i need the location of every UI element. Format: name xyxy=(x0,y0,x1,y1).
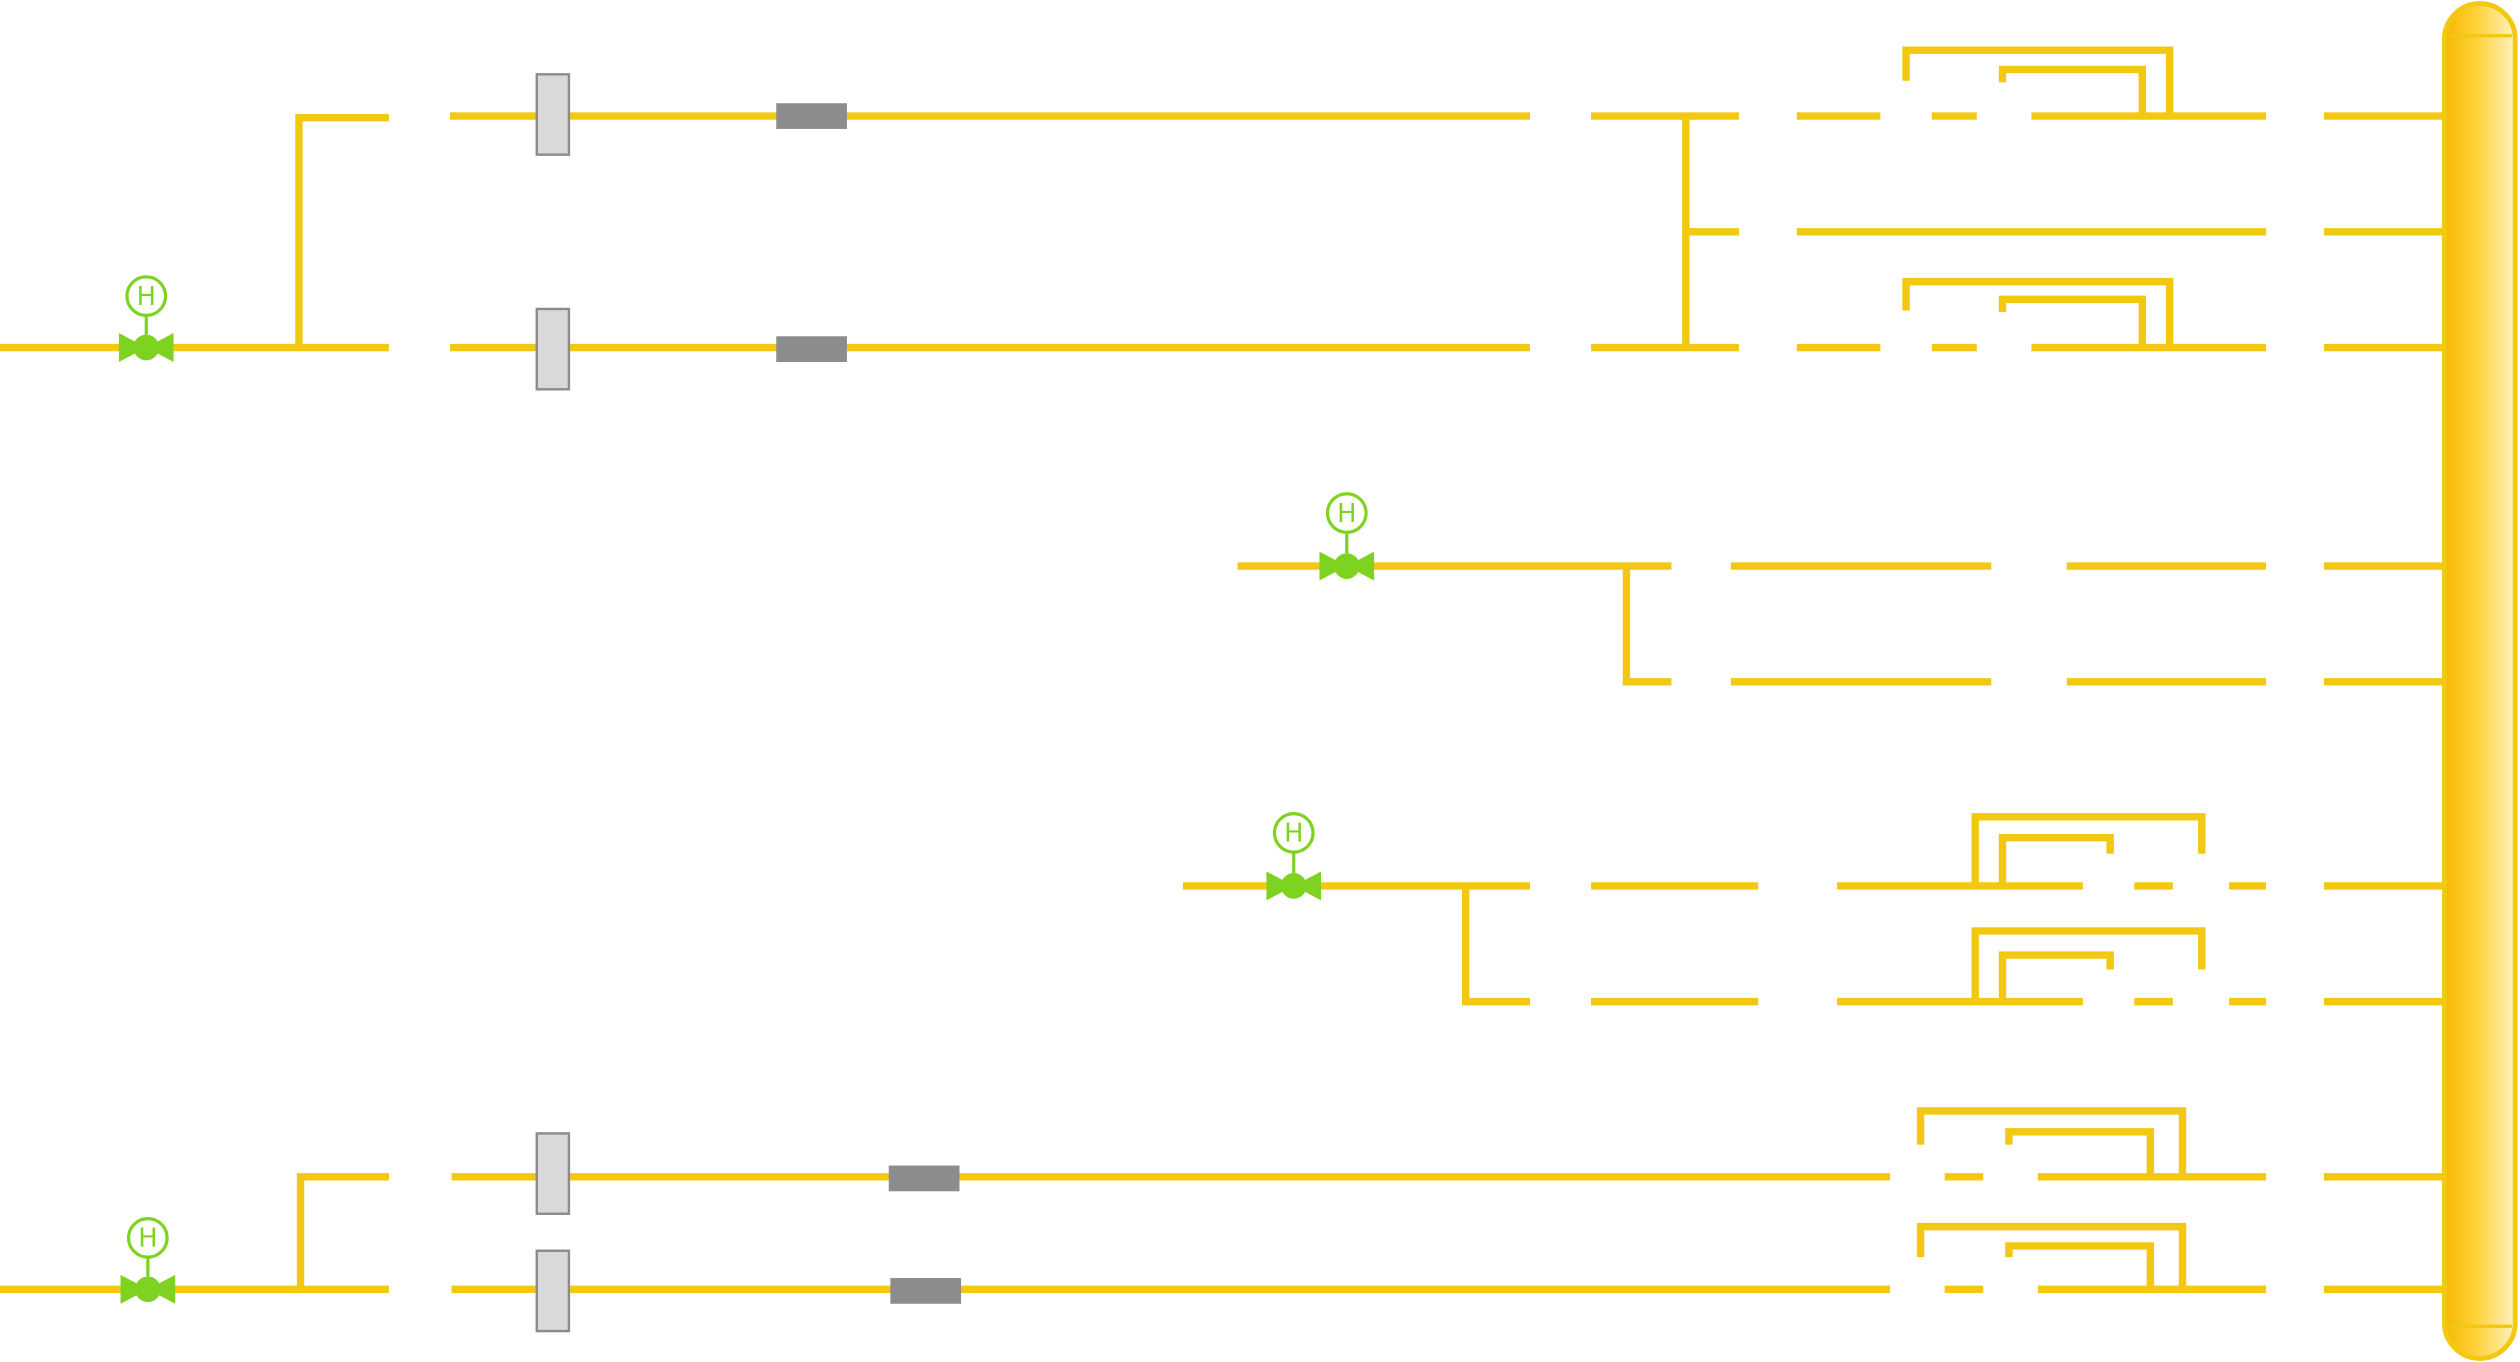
bypass-loop-outer xyxy=(1916,1222,2187,1290)
bypass-loop-outer xyxy=(1902,46,2174,117)
inline-filter-icon[interactable] xyxy=(776,336,847,362)
bypass-loop-inner xyxy=(2005,1242,2155,1290)
pipe-segment xyxy=(1462,885,1530,1006)
gate-valve-icon[interactable]: H xyxy=(1266,811,1322,901)
bypass-loop-outer xyxy=(1902,277,2174,348)
valve-tag-label: H xyxy=(138,1224,157,1254)
valve-tag-label: H xyxy=(1337,499,1356,529)
flow-meter-icon[interactable] xyxy=(535,307,571,391)
gate-valve-icon[interactable]: H xyxy=(120,1216,176,1304)
bypass-loop-outer xyxy=(1916,1107,2187,1177)
pipe-group-4: H xyxy=(0,1107,2447,1333)
bypass-loop-outer xyxy=(1971,927,2206,1002)
inline-filter-icon[interactable] xyxy=(776,103,847,129)
distribution-header-icon[interactable] xyxy=(2442,1,2518,1361)
pipe-segment xyxy=(1622,566,1672,686)
pipe-group-2: H xyxy=(1237,492,2447,686)
inline-filter-icon[interactable] xyxy=(888,1165,960,1192)
pipe-group-1: H xyxy=(0,46,2447,391)
gate-valve-icon[interactable]: H xyxy=(118,275,174,362)
pipe-segment xyxy=(295,114,389,348)
valve-tag-label: H xyxy=(137,282,156,312)
inline-filter-icon[interactable] xyxy=(890,1278,962,1304)
flow-meter-icon[interactable] xyxy=(535,1132,571,1215)
pipe-segment xyxy=(296,1173,389,1290)
bypass-loop-outer xyxy=(1971,813,2206,886)
bypass-loop-inner xyxy=(1998,65,2147,117)
flow-meter-icon[interactable] xyxy=(535,1249,571,1333)
gate-valve-icon[interactable]: H xyxy=(1319,492,1375,581)
bypass-loop-inner xyxy=(1998,295,2147,348)
bypass-loop-inner xyxy=(1998,951,2114,1002)
bypass-loop-inner xyxy=(1998,834,2114,886)
pipe-group-3: H xyxy=(1182,811,2447,1006)
flow-meter-icon[interactable] xyxy=(535,73,571,156)
valve-tag-label: H xyxy=(1284,819,1303,849)
bypass-loop-inner xyxy=(2005,1128,2155,1177)
